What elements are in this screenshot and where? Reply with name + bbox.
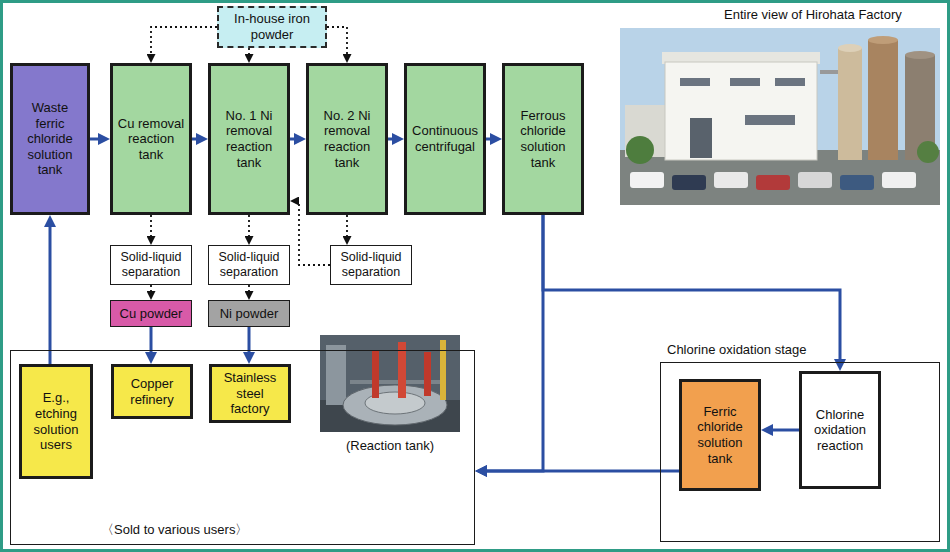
node-text: No. 2 Ni removal reaction tank xyxy=(312,108,382,170)
tree xyxy=(626,136,654,164)
window xyxy=(680,78,710,86)
red-pipe xyxy=(372,350,379,398)
tank-lid xyxy=(343,385,447,425)
red-pipe xyxy=(424,352,431,396)
flow-arrow xyxy=(388,138,395,141)
stage-band: Chlorine oxidation stageFerric chloride … xyxy=(660,362,940,542)
group-heading: Chlorine oxidation stage xyxy=(667,342,806,358)
car xyxy=(630,172,664,188)
process-box: Continuous centrifugal xyxy=(404,63,486,215)
node-text: Ferrous chloride solution tank xyxy=(508,108,578,170)
node-text: Stainless steel factory xyxy=(215,370,285,417)
node-text: Solid-liquid separation xyxy=(114,250,188,280)
node-text: Cu powder xyxy=(120,306,183,322)
window xyxy=(745,115,795,125)
supply-box: In-house iron powder xyxy=(217,6,327,48)
machinery xyxy=(326,345,346,405)
flow-arrow xyxy=(543,215,840,362)
door xyxy=(690,118,712,158)
tank-top xyxy=(905,51,935,59)
node-text: Chlorine oxidation reaction xyxy=(805,407,875,454)
photo-caption: Entire view of Hirohata Factory xyxy=(724,7,902,23)
separation-box: Solid-liquid separation xyxy=(110,245,192,285)
process-box: No. 1 Ni removal reaction tank xyxy=(208,63,290,215)
tank-top xyxy=(868,36,898,44)
tank-box: Ferric chloride solution tank xyxy=(679,379,761,491)
node-text: E.g., etching solution users xyxy=(25,390,87,452)
flow-arrow xyxy=(90,138,101,141)
dotted-arrow xyxy=(248,48,250,56)
user-box: Stainless steel factory xyxy=(209,364,291,423)
node-text: Waste ferric chloride solution tank xyxy=(16,100,84,178)
node-text: Solid-liquid separation xyxy=(334,250,408,280)
flow-arrow xyxy=(192,138,199,141)
flow-arrow xyxy=(770,429,799,432)
pipe xyxy=(820,70,838,74)
flow-arrow xyxy=(290,138,297,141)
tank-top xyxy=(838,44,862,52)
yellow-pipe xyxy=(440,340,446,400)
process-box: Cu removal reaction tank xyxy=(110,63,192,215)
separation-box: Solid-liquid separation xyxy=(330,245,412,285)
user-box: E.g., etching solution users xyxy=(19,364,93,479)
group-heading: 〈Sold to various users〉 xyxy=(101,522,248,538)
photo-caption: (Reaction tank) xyxy=(346,438,434,454)
tree xyxy=(917,141,939,163)
user-box: Copper refinery xyxy=(111,364,193,419)
car xyxy=(798,172,832,188)
factory-building xyxy=(665,62,817,160)
node-text: In-house iron powder xyxy=(222,11,322,42)
window xyxy=(775,78,805,86)
node-text: Continuous centrifugal xyxy=(410,123,480,154)
dotted-arrow xyxy=(150,285,152,293)
window xyxy=(730,78,760,86)
car xyxy=(714,172,748,188)
product-box: Cu powder xyxy=(110,300,192,327)
car xyxy=(882,172,916,188)
storage-tank xyxy=(868,40,898,160)
car xyxy=(672,175,706,190)
factory-photo xyxy=(620,28,940,205)
dotted-arrow xyxy=(248,285,250,293)
sky xyxy=(620,28,940,205)
node-text: No. 1 Ni removal reaction tank xyxy=(214,108,284,170)
separation-box: Solid-liquid separation xyxy=(208,245,290,285)
dotted-arrow xyxy=(248,215,250,238)
process-box: No. 2 Ni removal reaction tank xyxy=(306,63,388,215)
car xyxy=(756,175,790,190)
tank-box: Waste ferric chloride solution tank xyxy=(10,63,90,215)
flow-arrow xyxy=(484,215,543,471)
node-text: Ferric chloride solution tank xyxy=(685,404,755,466)
node-text: Solid-liquid separation xyxy=(212,250,286,280)
storage-tank xyxy=(838,48,862,160)
node-text: Ni powder xyxy=(220,306,279,322)
product-box: Ni powder xyxy=(208,300,290,327)
flow-arrow xyxy=(49,224,52,364)
node-text: Cu removal reaction tank xyxy=(116,116,186,163)
dotted-arrow xyxy=(346,215,348,238)
tank-box: Ferrous chloride solution tank xyxy=(502,63,584,215)
dotted-arrow xyxy=(327,27,347,56)
process-box: Chlorine oxidation reaction xyxy=(799,371,881,489)
flow-arrow xyxy=(486,138,493,141)
dotted-arrow xyxy=(150,215,152,238)
node-text: Copper refinery xyxy=(117,376,187,407)
car xyxy=(840,175,874,190)
dotted-arrow xyxy=(151,27,217,56)
